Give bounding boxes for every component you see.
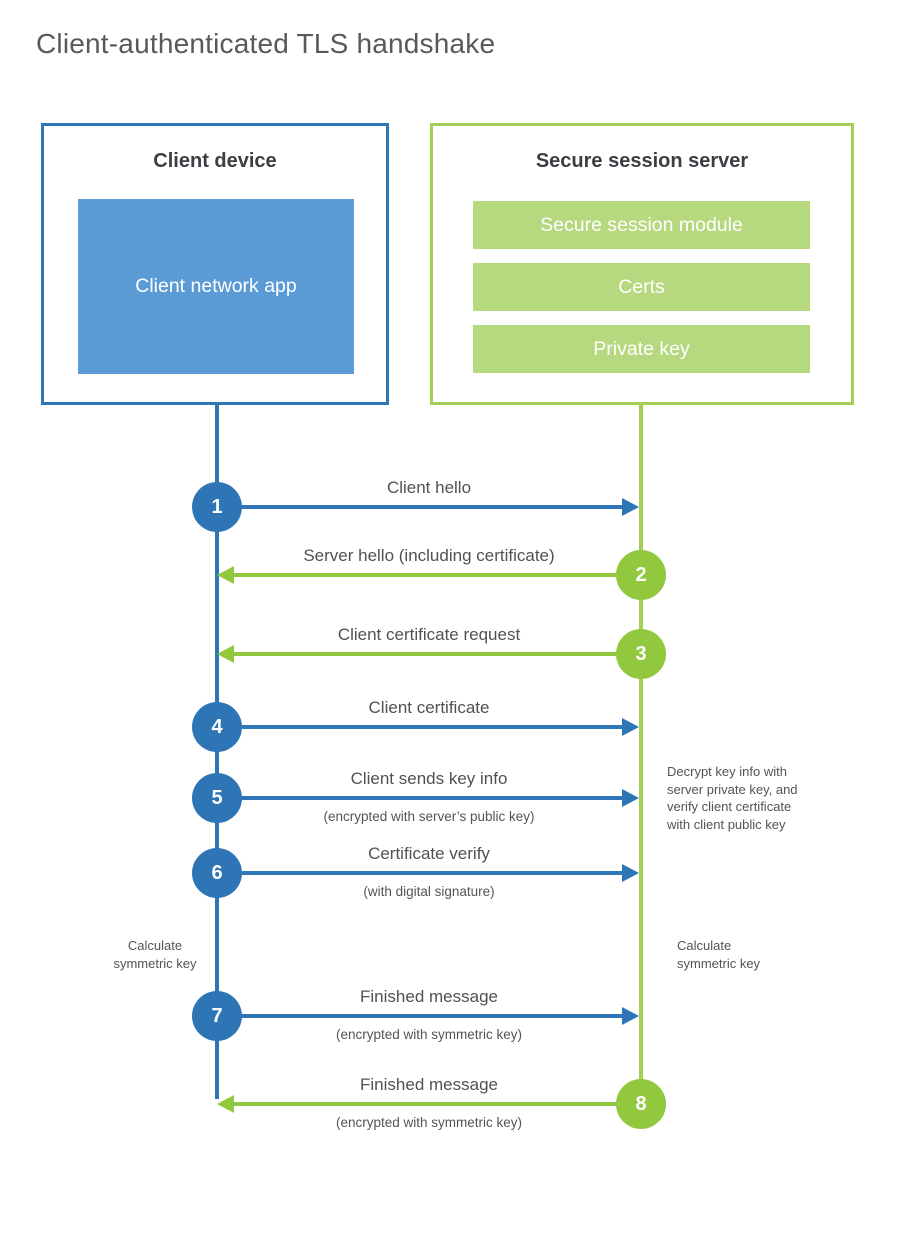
step-2-number-badge: 2	[616, 550, 666, 600]
client-device-title: Client device	[153, 150, 277, 172]
step-8-sublabel: (encrypted with symmetric key)	[335, 1115, 523, 1130]
step-4-arrowhead-right-icon	[622, 718, 639, 736]
client-network-app-box: Client network app	[78, 199, 354, 374]
step-4-label: Client certificate	[368, 698, 490, 717]
step-5-arrow-line	[242, 796, 624, 800]
server-lifeline	[639, 405, 643, 1105]
step-2-arrow-line	[234, 573, 616, 577]
client-network-app-label: Client network app	[135, 275, 297, 298]
step-8-arrowhead-left-icon	[217, 1095, 234, 1113]
step-1-number-badge: 1	[192, 482, 242, 532]
step-2-arrowhead-left-icon	[217, 566, 234, 584]
step-5-label: Client sends key info	[350, 769, 508, 788]
step-8-label: Finished message	[360, 1075, 498, 1094]
step-5-sublabel: (encrypted with server’s public key)	[323, 809, 535, 824]
step-7-sublabel: (encrypted with symmetric key)	[335, 1027, 523, 1042]
decrypt-key-info-note: Decrypt key info with server private key…	[667, 764, 798, 832]
step-1-arrow-line	[242, 505, 624, 509]
server-module-secure-session: Secure session module	[473, 201, 810, 249]
step-8-arrow-line	[234, 1102, 616, 1106]
secure-session-server-box: Secure session server Secure session mod…	[430, 123, 854, 405]
step-6-sublabel: (with digital signature)	[363, 884, 495, 899]
calculate-symmetric-key-note-client: Calculate symmetric key	[113, 938, 197, 971]
step-7-arrowhead-right-icon	[622, 1007, 639, 1025]
step-7-number-badge: 7	[192, 991, 242, 1041]
calculate-symmetric-key-note-server: Calculate symmetric key	[677, 938, 761, 971]
step-7-label: Finished message	[360, 987, 498, 1006]
step-5-arrowhead-right-icon	[622, 789, 639, 807]
client-device-box: Client device Client network app	[41, 123, 389, 405]
step-3-label: Client certificate request	[337, 625, 521, 644]
step-6-arrow-line	[242, 871, 624, 875]
server-module-private-key: Private key	[473, 325, 810, 373]
step-6-label: Certificate verify	[368, 844, 490, 863]
step-8-number-badge: 8	[616, 1079, 666, 1129]
step-2-label: Server hello (including certificate)	[303, 546, 555, 565]
step-4-arrow-line	[242, 725, 624, 729]
client-lifeline	[215, 405, 219, 1099]
step-6-arrowhead-right-icon	[622, 864, 639, 882]
step-3-arrowhead-left-icon	[217, 645, 234, 663]
step-7-arrow-line	[242, 1014, 624, 1018]
page-title: Client-authenticated TLS handshake	[36, 28, 496, 59]
secure-session-server-title: Secure session server	[535, 150, 749, 172]
step-5-number-badge: 5	[192, 773, 242, 823]
step-1-arrowhead-right-icon	[622, 498, 639, 516]
server-module-certs: Certs	[473, 263, 810, 311]
step-1-label: Client hello	[386, 478, 472, 497]
step-3-arrow-line	[234, 652, 616, 656]
step-4-number-badge: 4	[192, 702, 242, 752]
step-6-number-badge: 6	[192, 848, 242, 898]
step-3-number-badge: 3	[616, 629, 666, 679]
